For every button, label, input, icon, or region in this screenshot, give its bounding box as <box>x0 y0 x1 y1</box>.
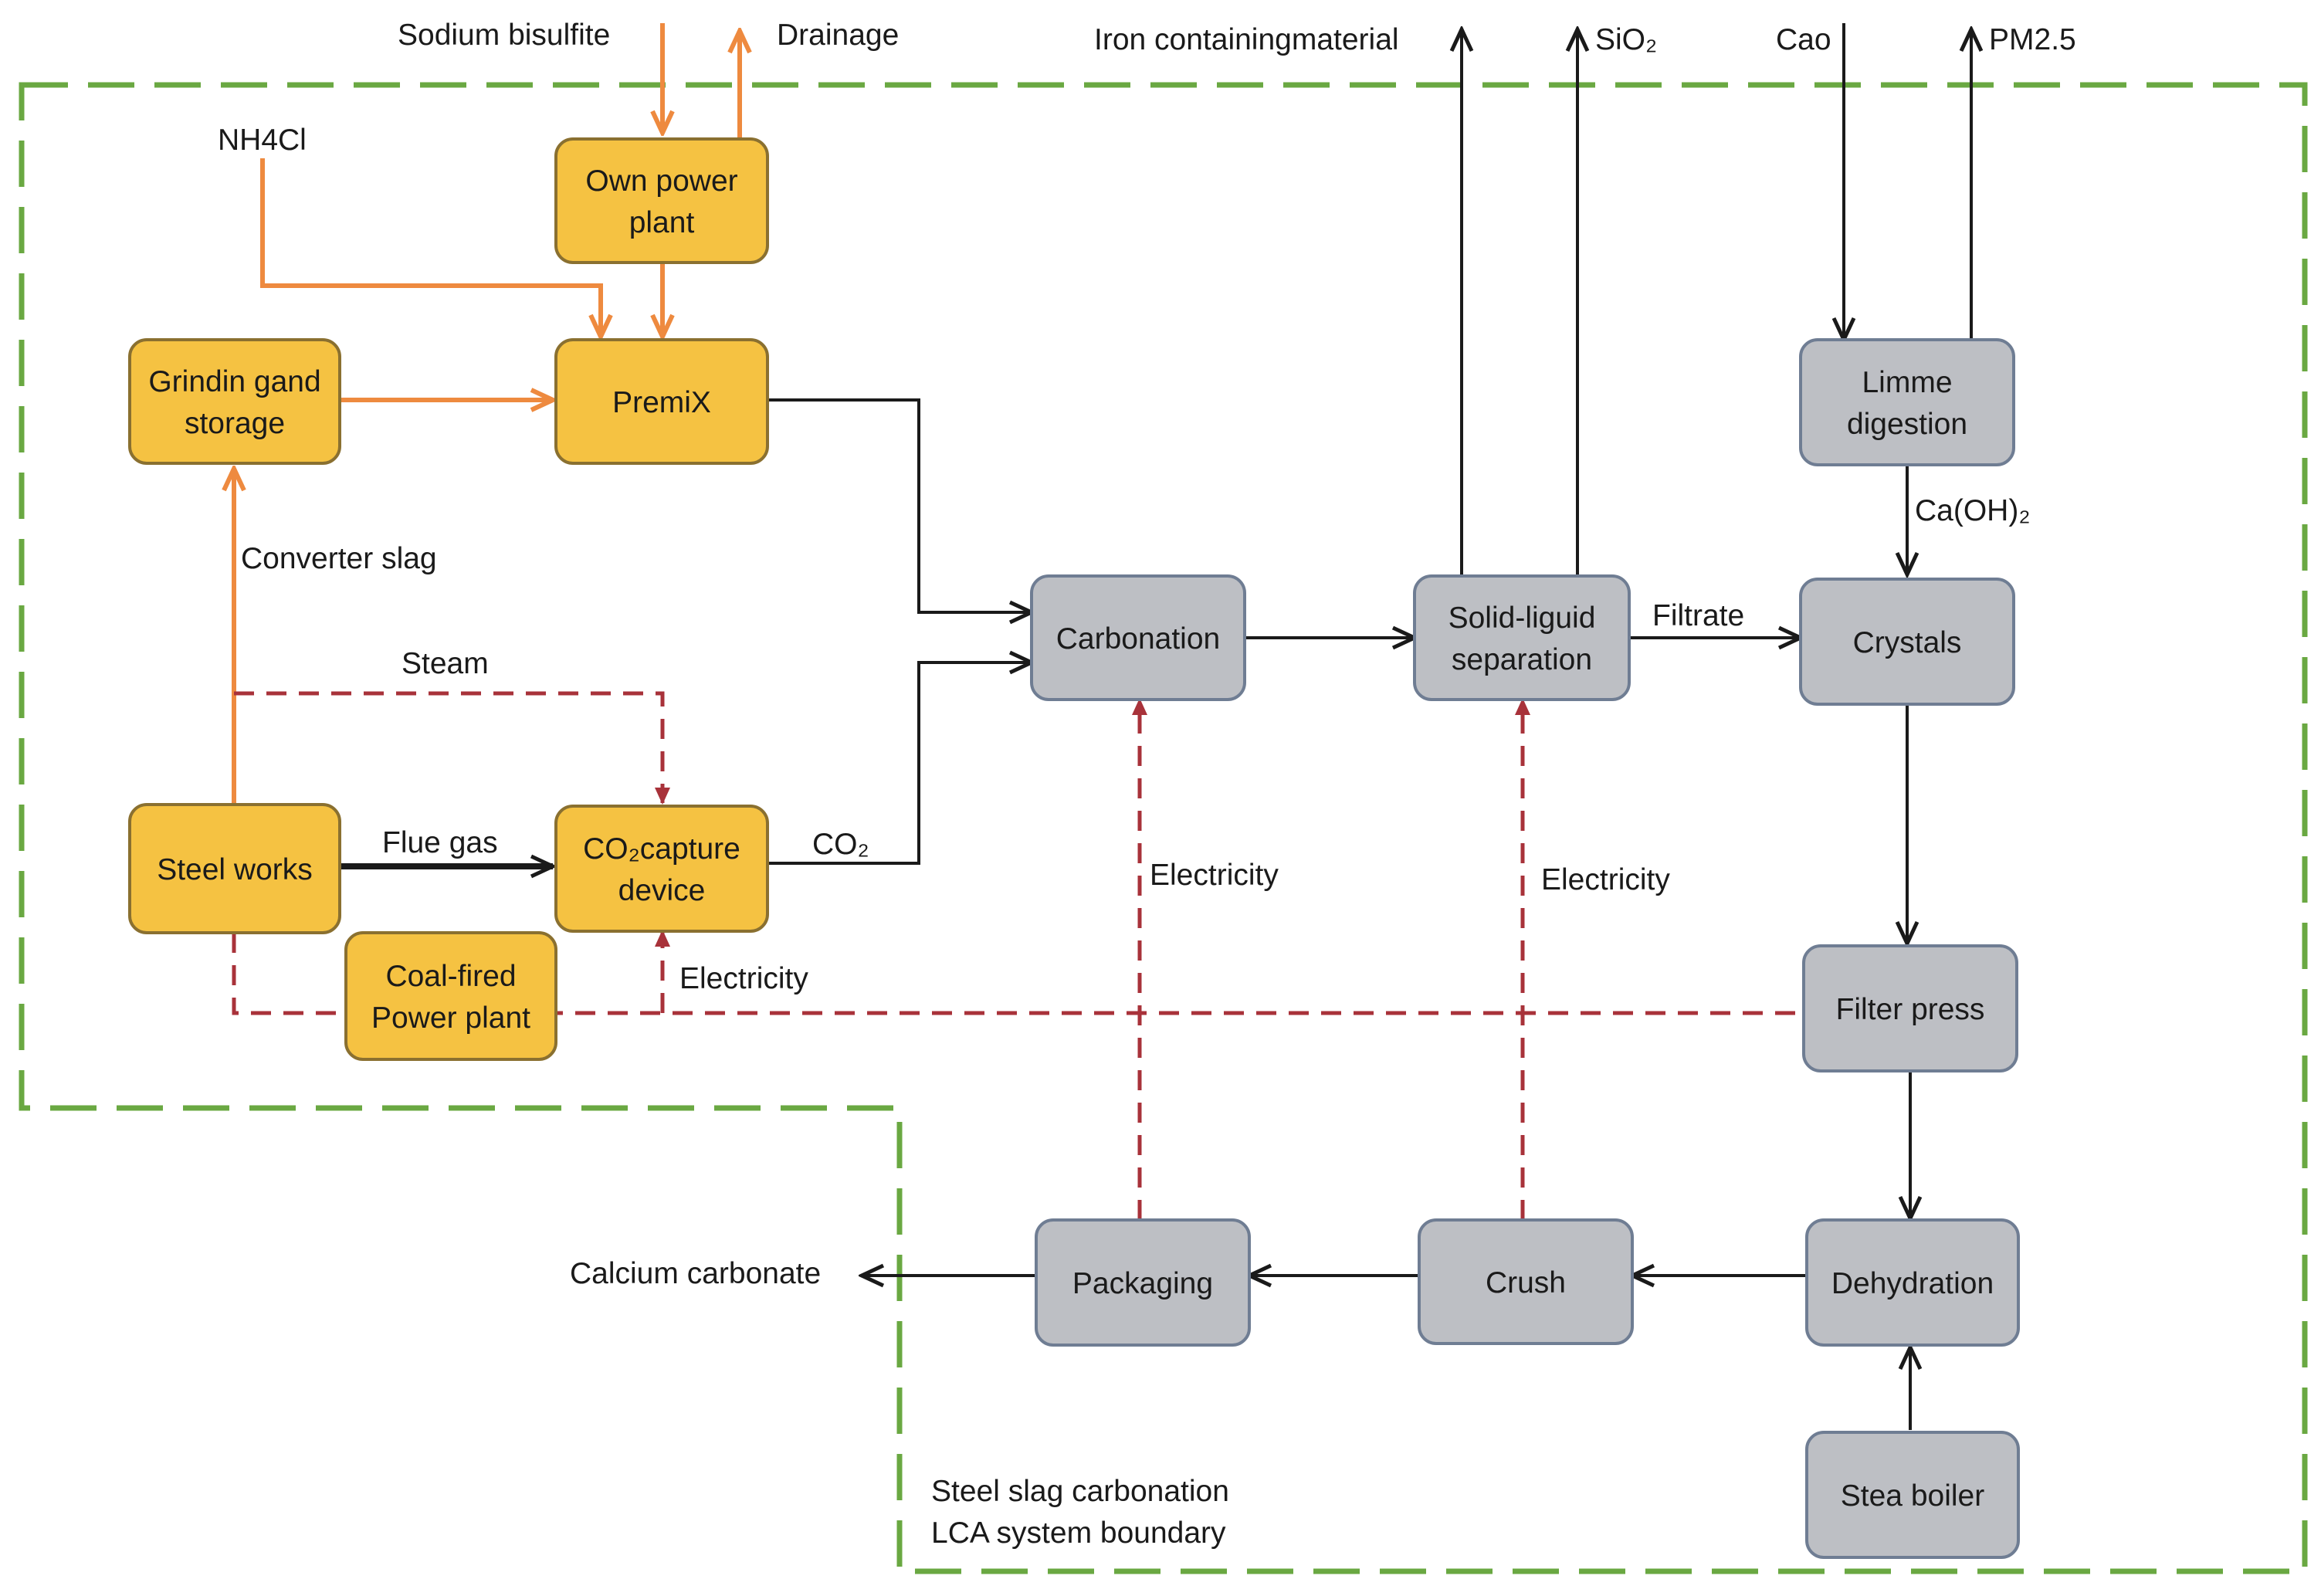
node-label: Grindin gand <box>148 365 320 398</box>
label-electricity-separation: Electricity <box>1541 863 1670 896</box>
label-electricity-capture: Electricity <box>679 962 808 995</box>
node-label: Crush <box>1486 1266 1566 1300</box>
black-flows <box>340 23 1971 1430</box>
node-grinding-storage: Grindin gand storage <box>128 338 341 465</box>
node-label: Packaging <box>1072 1267 1213 1300</box>
node-label: Dehydration <box>1831 1267 1994 1300</box>
flow-premix-to-carbonation <box>767 398 1032 612</box>
node-label: Steel works <box>157 853 313 886</box>
node-box <box>1413 574 1631 701</box>
label-co2: CO₂ <box>812 828 869 861</box>
label-flue-gas: Flue gas <box>382 826 498 859</box>
node-filter-press: Filter press <box>1802 944 2018 1072</box>
node-label: Coal-fired <box>385 960 516 993</box>
node-box <box>1030 574 1246 701</box>
boundary-caption-line-2: LCA system boundary <box>931 1516 1226 1550</box>
node-box <box>128 803 341 934</box>
node-lime-digestion: Limme digestion <box>1799 338 2015 466</box>
node-carbonation: Carbonation <box>1030 574 1246 701</box>
node-label: Crystals <box>1853 626 1962 659</box>
node-box <box>554 137 769 264</box>
label-cao: Cao <box>1776 23 1831 56</box>
label-sio2: SiO₂ <box>1595 23 1657 56</box>
node-crush: Crush <box>1418 1218 1634 1345</box>
node-label: Filter press <box>1836 993 1985 1026</box>
boundary-caption-line-1: Steel slag carbonation <box>931 1475 1229 1508</box>
node-label: plant <box>629 206 695 239</box>
node-co2-capture: CO₂capture device <box>554 805 769 933</box>
boundary-caption: Steel slag carbonation LCA system bounda… <box>931 1475 1229 1550</box>
node-steel-works: Steel works <box>128 803 341 934</box>
node-box <box>554 805 769 933</box>
system-boundary <box>19 82 2308 1574</box>
flow-steam <box>234 691 670 805</box>
node-box <box>128 338 341 465</box>
orange-flows <box>234 23 740 805</box>
node-box <box>554 338 769 465</box>
node-label: Power plant <box>371 1001 530 1035</box>
node-solid-liquid: Solid-liguid separation <box>1413 574 1631 701</box>
node-box <box>1805 1431 2020 1559</box>
label-nh4cl: NH4Cl <box>218 124 307 157</box>
node-box <box>1799 578 2015 706</box>
node-label: Solid-liguid <box>1449 601 1596 635</box>
node-label: Own power <box>585 164 737 198</box>
node-own-power-plant: Own power plant <box>554 137 769 264</box>
node-label: separation <box>1452 643 1592 676</box>
node-label: storage <box>185 407 285 440</box>
label-steam: Steam <box>402 647 489 680</box>
label-electricity-carbonation: Electricity <box>1150 859 1279 892</box>
label-drainage: Drainage <box>777 19 899 52</box>
node-box <box>1802 944 2018 1072</box>
node-label: Limme <box>1862 366 1952 399</box>
node-label: device <box>618 874 706 907</box>
label-iron-material: Iron containingmaterial <box>1094 23 1399 56</box>
label-calcium-carbonate: Calcium carbonate <box>570 1257 821 1290</box>
node-box <box>1805 1218 2020 1347</box>
node-steam-boiler: Stea boiler <box>1805 1431 2020 1559</box>
flow-co2-to-carbonation <box>767 662 1032 865</box>
node-packaging: Packaging <box>1035 1218 1251 1347</box>
node-premix: PremiX <box>554 338 769 465</box>
node-label: CO₂capture <box>583 832 740 866</box>
flow-electricity-bus <box>232 933 1807 1015</box>
node-label: PremiX <box>612 386 711 419</box>
label-pm25: PM2.5 <box>1989 23 2076 56</box>
node-box <box>1035 1218 1251 1347</box>
label-caoh2: Ca(OH)₂ <box>1915 494 2030 527</box>
label-sodium-bisulfite: Sodium bisulfite <box>398 19 610 52</box>
node-crystals: Crystals <box>1799 578 2015 706</box>
node-dehydration: Dehydration <box>1805 1218 2020 1347</box>
node-box <box>1799 338 2015 466</box>
flow-nh4cl <box>260 158 601 337</box>
node-label: Stea boiler <box>1841 1479 1984 1513</box>
label-converter-slag: Converter slag <box>241 542 437 575</box>
node-label: Carbonation <box>1056 622 1220 656</box>
electric-flows <box>232 691 1807 1220</box>
node-box <box>344 931 557 1061</box>
flow-labels: Sodium bisulfite Drainage NH4Cl Iron con… <box>218 19 2076 1290</box>
node-label: digestion <box>1847 408 1967 441</box>
label-filtrate: Filtrate <box>1652 599 1744 632</box>
node-box <box>1418 1218 1634 1345</box>
